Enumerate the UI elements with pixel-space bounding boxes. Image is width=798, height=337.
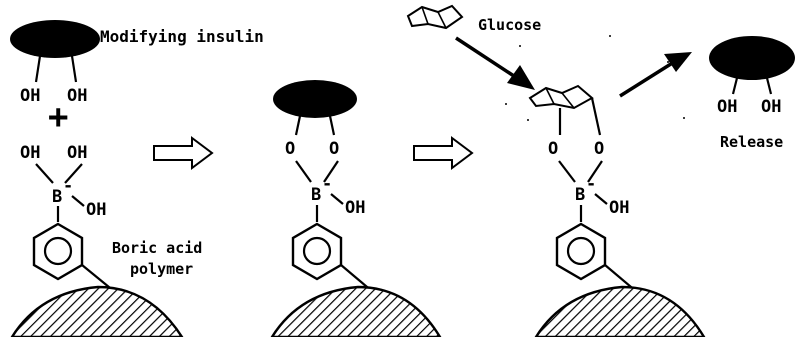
boron-charge-2: - (322, 174, 332, 194)
polymer-bead-2 (270, 285, 442, 337)
plus-sign: + (48, 97, 68, 137)
insulin-blob (10, 20, 100, 58)
boric-acid-label-line2: polymer (130, 260, 193, 278)
ester-o-right: O (329, 139, 339, 159)
bound-glucose (528, 84, 594, 110)
panel-1-reactants: Modifying insulin OH OH + OH OH B - OH B… (10, 20, 264, 337)
boric-acid-label-line1: Boric acid (112, 239, 202, 257)
polymer-bead-1 (10, 285, 184, 337)
release-arrow (619, 52, 692, 98)
boron-charge-3: - (586, 174, 596, 194)
boron-atom-2: B (311, 185, 321, 205)
ester-o-left: O (285, 139, 295, 159)
released-oh-left: OH (717, 97, 737, 117)
glucose-molecule (406, 4, 464, 30)
panel-3-glucose-complex: O O B - OH (528, 84, 706, 337)
boronic-oh-left: OH (20, 143, 40, 163)
insulin-bound-blob (273, 80, 357, 118)
glucose-label: Glucose (478, 16, 541, 34)
release-label: Release (720, 133, 783, 151)
hollow-arrow-1 (153, 136, 214, 170)
polymer-bead-3 (534, 285, 706, 337)
boron-oh-3: OH (609, 198, 629, 218)
modifying-insulin-label: Modifying insulin (100, 27, 264, 46)
boron-charge: - (63, 176, 73, 196)
insulin-oh-right: OH (67, 86, 87, 106)
panel-2-complex: O O B - OH (270, 80, 442, 337)
glucose-o-left: O (548, 139, 558, 159)
insulin-oh-left: OH (20, 86, 40, 106)
released-insulin: OH OH Release (709, 36, 795, 151)
glucose-o-right: O (594, 139, 604, 159)
boronic-oh-right: OH (67, 143, 87, 163)
boron-oh: OH (86, 200, 106, 220)
boron-atom: B (52, 187, 62, 207)
scan-noise (505, 35, 685, 121)
boron-atom-3: B (575, 185, 585, 205)
hollow-arrow-2 (413, 136, 474, 170)
glucose-arrow (455, 36, 535, 90)
released-oh-right: OH (761, 97, 781, 117)
boron-oh-2: OH (345, 198, 365, 218)
released-insulin-blob (709, 36, 795, 80)
